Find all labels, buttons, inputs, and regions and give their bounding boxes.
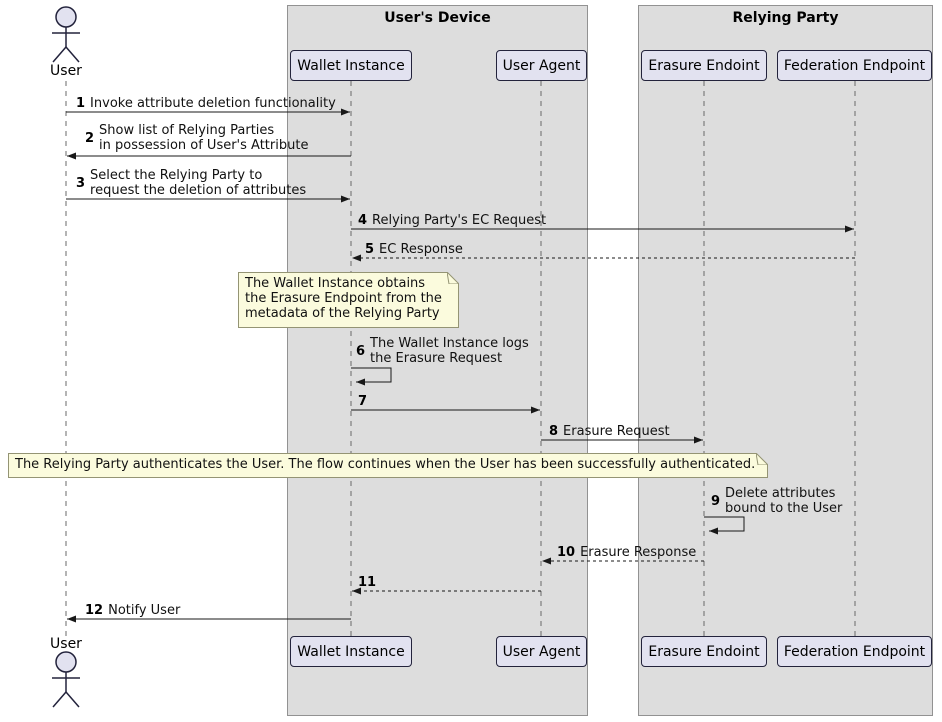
message-5-label: 5 EC Response <box>365 242 463 257</box>
participant-federation-endpoint-bottom: Federation Endpoint <box>777 636 932 667</box>
box-relying-party: Relying Party <box>638 5 933 716</box>
message-9-self-arrow <box>704 516 745 535</box>
participant-label: Wallet Instance <box>297 643 405 660</box>
message-number: 9 <box>711 493 721 509</box>
participant-erasure-endoint-bottom: Erasure Endoint <box>641 636 767 667</box>
note-fold-icon <box>756 453 768 465</box>
participant-user-agent-bottom: User Agent <box>496 636 587 667</box>
actor-label-bottom: User <box>50 636 82 652</box>
actor-icon-bottom <box>52 651 80 708</box>
message-number: 8 <box>549 424 559 439</box>
actor-icon-top <box>52 6 80 63</box>
participant-erasure-endoint-top: Erasure Endoint <box>641 50 767 81</box>
message-6-label: 6 The Wallet Instance logs the Erasure R… <box>356 336 529 366</box>
message-2-label: 2 Show list of Relying Parties in posses… <box>85 123 309 153</box>
message-number: 5 <box>365 242 375 257</box>
message-number: 1 <box>76 96 86 111</box>
participant-user-agent-top: User Agent <box>496 50 587 81</box>
message-8-label: 8 Erasure Request <box>549 424 670 439</box>
note-fold-icon <box>447 272 459 284</box>
box-users-device-title: User's Device <box>384 10 491 26</box>
message-number: 12 <box>85 603 104 618</box>
message-6-self-arrow <box>351 367 392 386</box>
message-4-label: 4 Relying Party's EC Request <box>358 213 547 228</box>
participant-wallet-instance-bottom: Wallet Instance <box>290 636 412 667</box>
participant-label: User Agent <box>502 57 581 74</box>
participant-federation-endpoint-top: Federation Endpoint <box>777 50 932 81</box>
participant-label: User Agent <box>502 643 581 660</box>
participant-label: Wallet Instance <box>297 57 405 74</box>
participant-label: Erasure Endoint <box>648 643 760 660</box>
message-number: 2 <box>85 130 95 146</box>
participant-label: Federation Endpoint <box>783 643 926 660</box>
message-3-label: 3 Select the Relying Party to request th… <box>76 168 307 198</box>
message-number: 10 <box>557 545 576 560</box>
message-number: 3 <box>76 175 86 191</box>
message-10-label: 10 Erasure Response <box>557 545 697 560</box>
message-number: 7 <box>358 394 368 409</box>
participant-label: Erasure Endoint <box>648 57 760 74</box>
participant-label: Federation Endpoint <box>783 57 926 74</box>
actor-label-top: User <box>50 63 82 79</box>
message-11-label: 11 <box>358 575 376 590</box>
message-7-label: 7 <box>358 394 367 409</box>
message-12-label: 12 Notify User <box>85 603 181 618</box>
message-number: 11 <box>358 575 377 590</box>
message-number: 4 <box>358 213 368 228</box>
note-erasure-endpoint: The Wallet Instance obtains the Erasure … <box>238 272 459 328</box>
message-9-label: 9 Delete attributes bound to the User <box>711 486 843 516</box>
message-1-label: 1 Invoke attribute deletion functionalit… <box>76 96 336 111</box>
box-users-device: User's Device <box>287 5 588 716</box>
message-number: 6 <box>356 343 366 359</box>
note-authentication: The Relying Party authenticates the User… <box>8 453 768 478</box>
participant-wallet-instance-top: Wallet Instance <box>290 50 412 81</box>
box-relying-party-title: Relying Party <box>732 10 839 26</box>
